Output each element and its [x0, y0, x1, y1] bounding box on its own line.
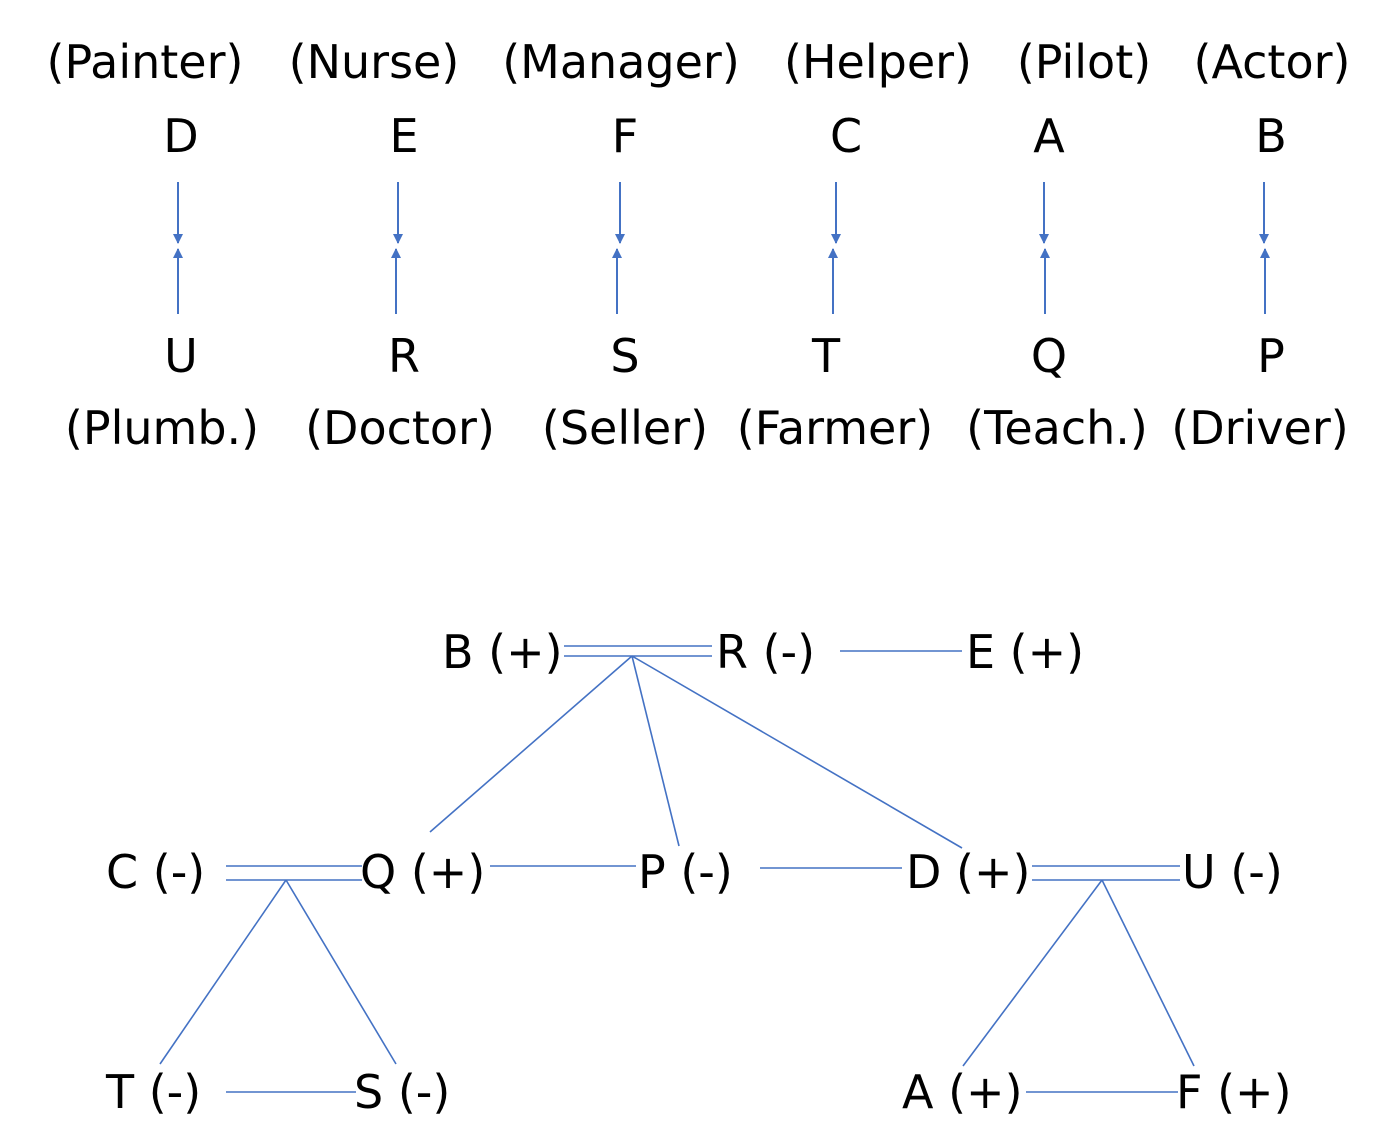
top-profession-4: (Helper): [784, 35, 972, 89]
edge-cq-s: [285, 879, 397, 1065]
edge-du-a: [962, 879, 1103, 1067]
edge-br-q: [429, 655, 633, 833]
top-letter-4: C: [830, 109, 862, 163]
bottom-letter-1: U: [164, 329, 198, 383]
edge-br-d: [631, 655, 963, 849]
top-letters-row: D E F C A B: [163, 109, 1286, 163]
bottom-letter-2: R: [388, 329, 420, 383]
top-professions-row: (Painter) (Nurse) (Manager) (Helper) (Pi…: [47, 35, 1351, 89]
node-c: C (-): [106, 845, 205, 899]
edge-du-f: [1101, 879, 1195, 1067]
node-u: U (-): [1182, 845, 1283, 899]
bottom-letter-5: Q: [1031, 329, 1067, 383]
bottom-professions-row: (Plumb.) (Doctor) (Seller) (Farmer) (Tea…: [65, 401, 1349, 455]
top-profession-5: (Pilot): [1017, 35, 1151, 89]
bottom-profession-3: (Seller): [542, 401, 708, 455]
node-s: S (-): [354, 1065, 450, 1119]
bottom-profession-1: (Plumb.): [65, 401, 259, 455]
top-profession-3: (Manager): [502, 35, 740, 89]
node-d: D (+): [906, 845, 1030, 899]
top-letter-1: D: [163, 109, 198, 163]
top-profession-6: (Actor): [1194, 35, 1351, 89]
node-p: P (-): [638, 845, 733, 899]
node-b: B (+): [442, 625, 563, 679]
edge-cq-t: [159, 879, 287, 1065]
top-letter-3: F: [612, 109, 638, 163]
bottom-letter-6: P: [1257, 329, 1285, 383]
node-r: R (-): [716, 625, 815, 679]
top-letter-6: B: [1255, 109, 1287, 163]
node-t: T (-): [105, 1065, 201, 1119]
bottom-profession-6: (Driver): [1171, 401, 1348, 455]
node-q: Q (+): [360, 845, 485, 899]
bottom-profession-2: (Doctor): [305, 401, 495, 455]
graph-nodes: B (+) R (-) E (+) C (-) Q (+) P (-) D (+…: [105, 625, 1292, 1119]
top-letter-5: A: [1033, 109, 1065, 163]
node-f: F (+): [1176, 1065, 1292, 1119]
bottom-profession-4: (Farmer): [737, 401, 933, 455]
node-a: A (+): [902, 1065, 1023, 1119]
bottom-letter-4: T: [811, 329, 841, 383]
edge-br-p: [631, 655, 680, 847]
graph-edges: [159, 645, 1195, 1093]
bottom-letter-3: S: [610, 329, 639, 383]
top-profession-2: (Nurse): [289, 35, 460, 89]
node-e: E (+): [966, 625, 1084, 679]
top-letter-2: E: [389, 109, 418, 163]
bottom-profession-5: (Teach.): [966, 401, 1148, 455]
top-profession-1: (Painter): [47, 35, 244, 89]
bottom-letters-row: U R S T Q P: [164, 329, 1285, 383]
pair-arrows: [173, 182, 1270, 314]
